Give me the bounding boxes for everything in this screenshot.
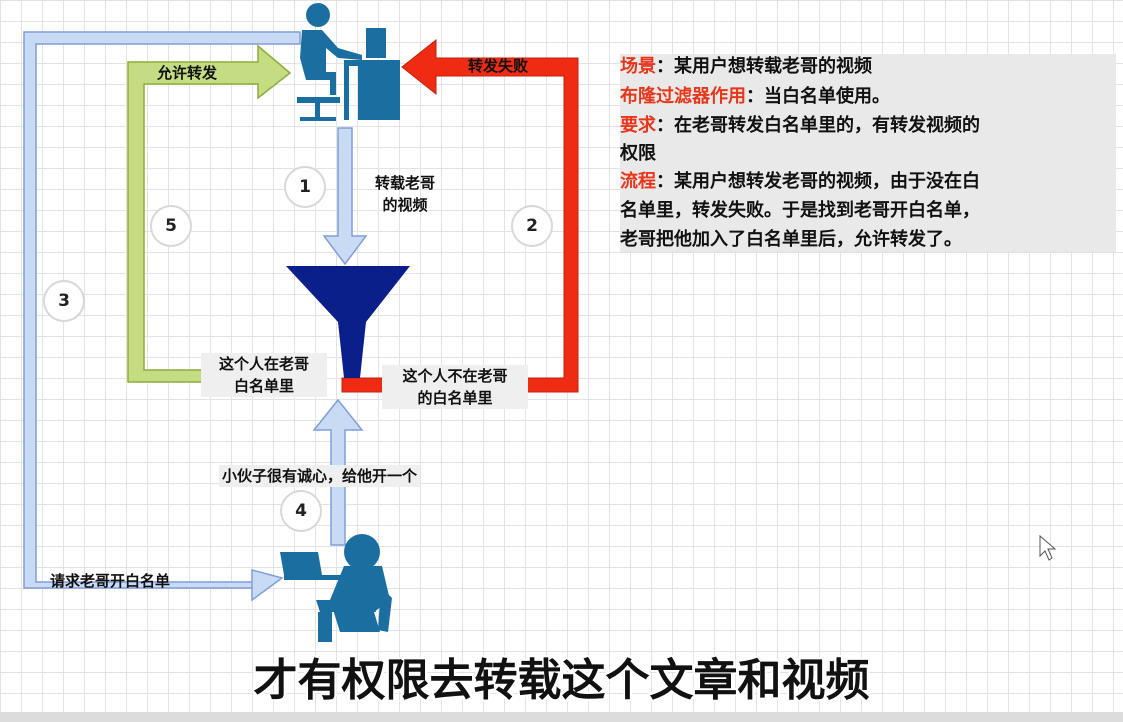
arrow-step-2: [341, 38, 579, 393]
arrow-step-5: [127, 44, 292, 383]
request-whitelist-label: 请求老哥开白名单: [50, 572, 171, 590]
not-in-whitelist-line2: 的白名单里: [417, 389, 493, 407]
panel-scene: 场景：某用户想转载老哥的视频: [620, 54, 872, 80]
repost-label-line2: 的视频: [382, 196, 428, 214]
repost-label-line1: 转载老哥: [374, 174, 435, 192]
step-5-badge: 5: [150, 205, 192, 247]
panel-bloom: 布隆过滤器作用：当白名单使用。: [620, 84, 890, 110]
sincere-label: 小伙子很有诚心，给他开一个: [219, 465, 421, 487]
panel-req-key: 要求: [620, 115, 656, 136]
panel-requirement: 要求：在老哥转发白名单里的，有转发视频的: [620, 113, 980, 139]
subtitle-caption: 才有权限去转载这个文章和视频: [253, 655, 870, 706]
person-with-laptop-icon: [280, 534, 392, 642]
arrow-step-3: [23, 31, 301, 602]
person-at-desk-icon: [297, 3, 400, 121]
allow-forward-label: 允许转发: [157, 64, 218, 82]
panel-bloom-val: ：当白名单使用。: [746, 86, 890, 107]
panel-bloom-key: 布隆过滤器作用: [620, 86, 746, 107]
panel-flow: 流程：某用户想转发老哥的视频，由于没在白: [620, 169, 980, 195]
arrow-step-1: [322, 127, 368, 266]
step-3-badge: 3: [43, 280, 85, 322]
in-whitelist-label: 这个人在老哥 白名单里: [201, 353, 327, 397]
panel-scene-val: ：某用户想转载老哥的视频: [656, 56, 872, 77]
panel-requirement-cont: 权限: [620, 143, 656, 164]
panel-flow-cont2: 老哥把他加入了白名单里后，允许转发了。: [620, 229, 962, 250]
bottom-strip: [0, 712, 1123, 722]
funnel-icon: [286, 266, 410, 378]
not-in-whitelist-line1: 这个人不在老哥: [402, 367, 508, 385]
step-1-badge: 1: [284, 166, 326, 208]
info-panel: [620, 54, 1116, 252]
panel-flow-cont1: 名单里，转发失败。于是找到老哥开白名单，: [620, 200, 980, 221]
panel-scene-key: 场景: [620, 56, 656, 77]
repost-label: 转载老哥 的视频: [360, 172, 450, 216]
mouse-cursor-icon: [1039, 534, 1057, 561]
step-4-badge: 4: [280, 490, 322, 532]
forward-fail-label: 转发失败: [468, 57, 529, 75]
panel-req-val1: ：在老哥转发白名单里的，有转发视频的: [656, 115, 980, 136]
in-whitelist-line1: 这个人在老哥: [218, 355, 309, 373]
panel-flow-key: 流程: [620, 171, 656, 192]
panel-flow-val1: ：某用户想转发老哥的视频，由于没在白: [656, 171, 980, 192]
not-in-whitelist-label: 这个人不在老哥 的白名单里: [382, 365, 528, 409]
step-2-badge: 2: [511, 205, 553, 247]
in-whitelist-line2: 白名单里: [233, 377, 294, 395]
